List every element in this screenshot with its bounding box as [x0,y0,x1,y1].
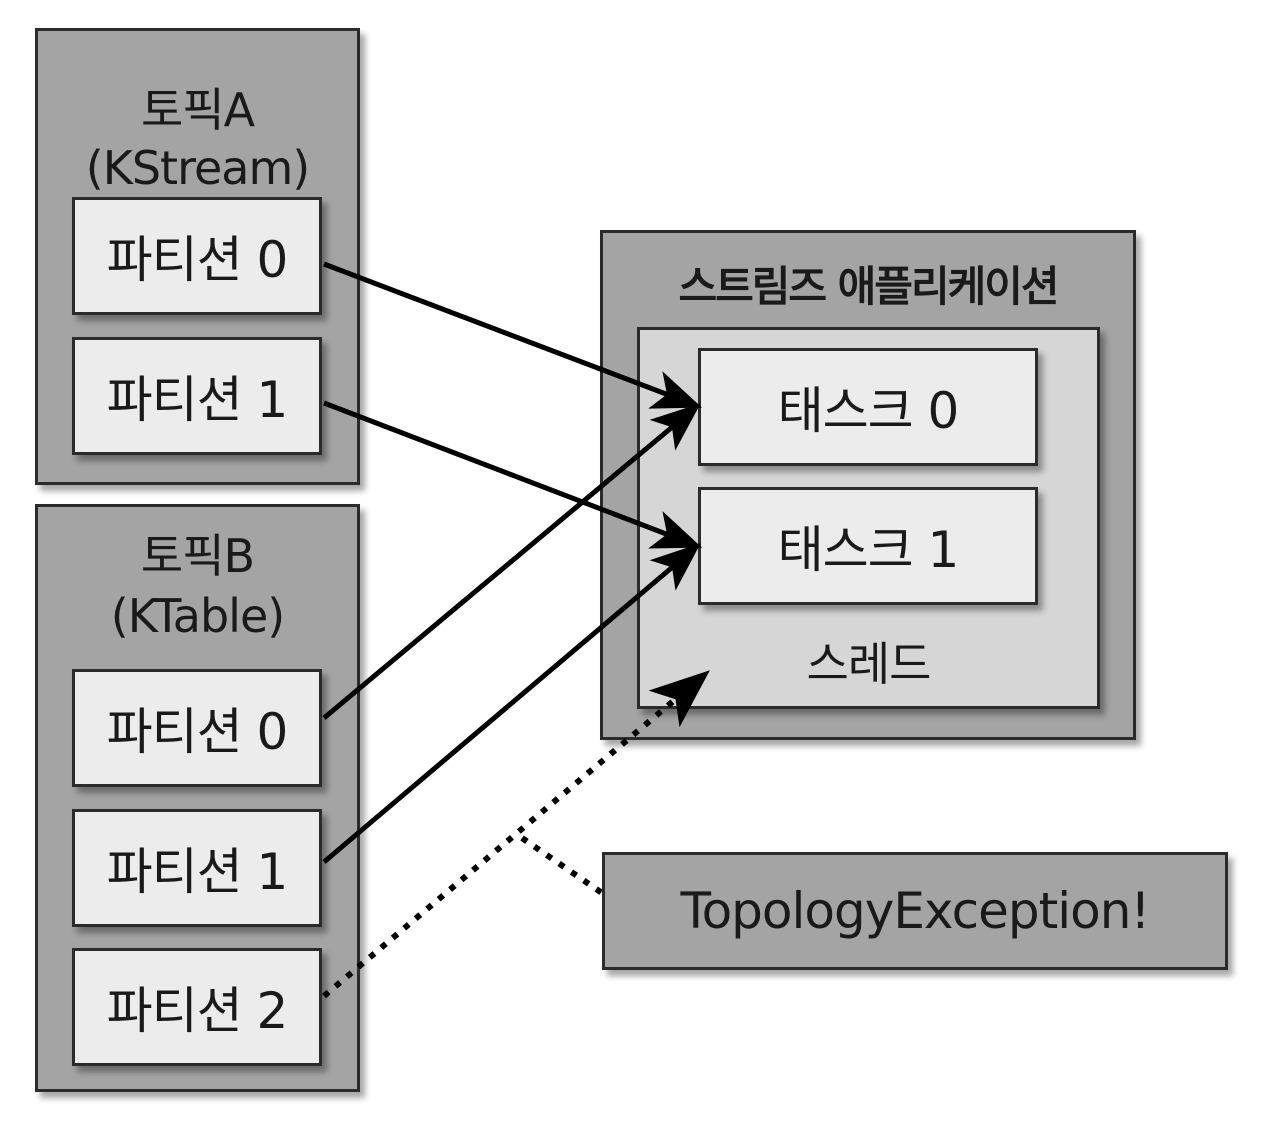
arrow-topic-b-p1-to-task-1 [322,543,701,864]
topic-a-title: 토픽A [140,83,255,137]
topic-a-partition-0: 파티션 0 [72,197,322,315]
topology-exception-label: TopologyException! [680,882,1151,940]
partition-label: 파티션 1 [106,371,289,429]
task-label: 태스크 1 [777,521,960,579]
topic-a-partition-1: 파티션 1 [72,337,322,455]
arrow-topic-b-p0-to-task-0 [322,403,701,720]
streams-app-title: 스트림즈 애플리케이션 [678,262,1059,311]
partition-label: 파티션 2 [106,982,289,1040]
task-0: 태스크 0 [698,348,1038,466]
topic-b-subtitle: (KTable) [110,589,285,643]
dotted-line-to-exception [520,835,604,896]
arrow-topic-a-p0-to-task-0 [323,261,703,409]
topic-b-title: 토픽B [140,529,255,583]
partition-label: 파티션 1 [106,843,289,901]
arrow-topic-a-p1-to-task-1 [323,400,703,549]
dotted-arrow-topic-b-p2-to-thread [322,670,710,999]
partition-label: 파티션 0 [106,231,289,289]
thread-label: 스레드 [806,637,932,691]
topic-a-subtitle: (KStream) [85,141,311,195]
topic-b-partition-1: 파티션 1 [72,809,322,927]
task-label: 태스크 0 [777,382,960,440]
topic-b-partition-2: 파티션 2 [72,948,322,1066]
topic-b-partition-0: 파티션 0 [72,669,322,787]
partition-label: 파티션 0 [106,703,289,761]
topology-exception-box: TopologyException! [602,852,1228,970]
